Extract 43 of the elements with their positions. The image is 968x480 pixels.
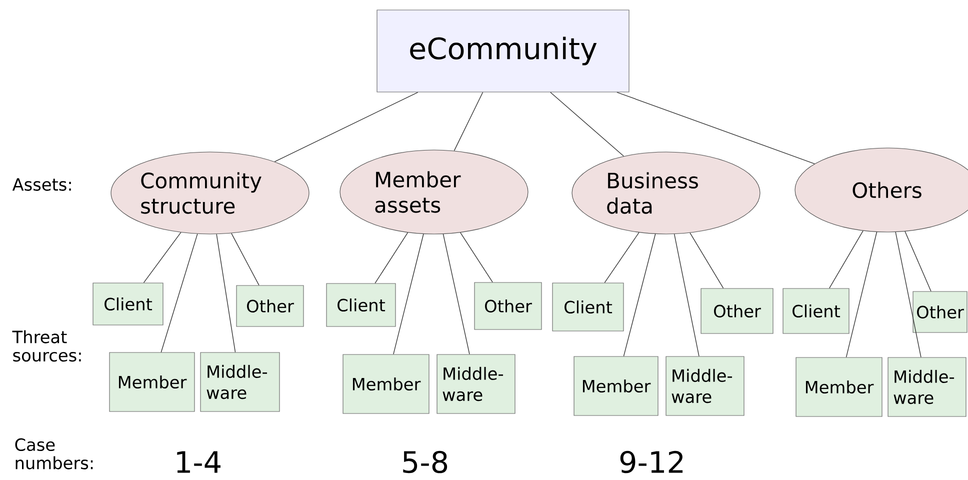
threat-box: Middle-ware bbox=[666, 356, 744, 416]
threat-box: Client bbox=[782, 288, 850, 334]
connector-line bbox=[393, 234, 424, 355]
case-number: 9-12 bbox=[620, 450, 683, 474]
threat-box: Client bbox=[326, 283, 396, 327]
connector-line bbox=[904, 231, 932, 292]
connector-line bbox=[604, 232, 640, 284]
connector-line bbox=[143, 232, 182, 284]
threat-box: Other bbox=[700, 288, 774, 334]
connector-line bbox=[674, 234, 700, 357]
connector-line bbox=[160, 234, 198, 353]
connector-line bbox=[274, 92, 418, 162]
case-number: 5-8 bbox=[403, 450, 448, 474]
threat-box: Member bbox=[574, 356, 658, 416]
threat-box: Other bbox=[912, 291, 968, 333]
connector-line bbox=[846, 232, 878, 358]
case-number: 1-4 bbox=[177, 451, 220, 473]
threat-box: Client bbox=[92, 282, 164, 326]
connector-line bbox=[690, 232, 724, 289]
connector-line bbox=[616, 92, 815, 164]
connector-line bbox=[231, 232, 260, 286]
connector-line bbox=[216, 234, 236, 353]
threat-box: Middle-ware bbox=[200, 352, 280, 412]
threat-box: Member bbox=[796, 357, 882, 417]
threat-box: Other bbox=[236, 285, 304, 327]
connector-line bbox=[895, 232, 922, 358]
row-label: Case numbers: bbox=[15, 438, 93, 470]
threat-box: Member bbox=[342, 354, 430, 414]
threat-box: Middle-ware bbox=[436, 354, 516, 414]
connector-line bbox=[460, 232, 493, 283]
connector-line bbox=[829, 230, 864, 289]
row-label: Threat sources: bbox=[12, 330, 81, 362]
threat-box: Middle-ware bbox=[888, 357, 966, 417]
connector-line bbox=[550, 92, 624, 156]
connector-line bbox=[623, 234, 656, 357]
root-box: eCommunity bbox=[376, 10, 630, 92]
row-label: Assets: bbox=[12, 178, 71, 191]
threat-box: Member bbox=[109, 352, 195, 412]
connector-line bbox=[442, 234, 470, 355]
connector-line bbox=[374, 232, 408, 284]
threat-box: Client bbox=[552, 282, 624, 332]
threat-box: Other bbox=[474, 282, 542, 330]
connector-line bbox=[454, 92, 484, 152]
